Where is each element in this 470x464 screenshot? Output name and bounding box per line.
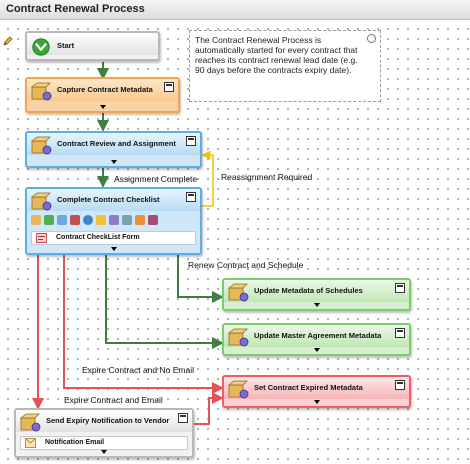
node-title: Update Master Agreement Metadata: [254, 331, 382, 340]
task-box-icon: [30, 136, 52, 155]
node-header: [224, 377, 409, 399]
chevron-down-icon: [99, 104, 106, 109]
chevron-down-icon: [110, 246, 117, 251]
clock-icon[interactable]: [83, 215, 93, 225]
expand-icon[interactable]: [164, 82, 174, 92]
node-capture-contract-metadata[interactable]: Capture Contract Metadata: [25, 77, 180, 113]
expand-icon[interactable]: [186, 136, 196, 146]
chevron-down-icon: [110, 159, 117, 164]
filter-icon[interactable]: [109, 215, 119, 225]
node-header: [224, 280, 409, 302]
node-header: [16, 410, 192, 432]
add-icon[interactable]: [44, 215, 54, 225]
node-contract-review-assignment[interactable]: Contract Review and Assignment: [25, 131, 202, 168]
checklist-toolbar: [31, 213, 196, 227]
email-icon: [25, 438, 36, 448]
node-footer[interactable]: [225, 346, 408, 353]
node-footer[interactable]: [28, 103, 177, 110]
tools-icon[interactable]: [70, 215, 80, 225]
label-expire-email: Expire Contract and Email: [64, 395, 163, 405]
node-title: Send Expiry Notification to Vendor: [46, 416, 170, 425]
warning-icon[interactable]: [96, 215, 106, 225]
label-assignment-complete: Assignment Complete: [114, 174, 198, 184]
node-update-metadata-schedules[interactable]: Update Metadata of Schedules: [222, 278, 411, 311]
node-update-master-agreement[interactable]: Update Master Agreement Metadata: [222, 323, 411, 356]
node-complete-contract-checklist[interactable]: Complete Contract Checklist Contract Che…: [25, 187, 202, 255]
node-header: [224, 325, 409, 347]
expand-icon[interactable]: [395, 283, 405, 293]
label-renew-contract: Renew Contract and Schedule: [188, 260, 304, 270]
form-row[interactable]: Contract CheckList Form: [31, 231, 196, 245]
node-send-expiry-notification[interactable]: Send Expiry Notification to Vendor Notif…: [14, 408, 194, 458]
node-footer[interactable]: [17, 448, 191, 455]
chevron-down-icon: [313, 302, 320, 307]
connector-renew-schedules: [177, 255, 224, 303]
connector-notify-expired: [194, 392, 224, 425]
connector-reassignment: [200, 150, 214, 207]
node-set-contract-expired[interactable]: Set Contract Expired Metadata: [222, 375, 411, 408]
node-footer[interactable]: [28, 245, 199, 252]
node-start[interactable]: Start: [25, 31, 160, 61]
node-footer[interactable]: [225, 301, 408, 308]
task-box-icon: [19, 413, 41, 432]
start-play-icon: [32, 38, 50, 56]
form-icon[interactable]: [148, 215, 158, 225]
chevron-down-icon: [313, 399, 320, 404]
document-icon[interactable]: [57, 215, 67, 225]
window-titlebar: Contract Renewal Process: [0, 0, 470, 20]
node-header: [27, 79, 178, 101]
pencil-icon[interactable]: [2, 35, 14, 47]
node-title: Set Contract Expired Metadata: [254, 383, 363, 392]
chevron-down-icon: [313, 347, 320, 352]
node-title: Start: [57, 41, 75, 50]
window-title: Contract Renewal Process: [6, 3, 145, 15]
form-label: Notification Email: [45, 439, 105, 446]
form-icon: [36, 233, 47, 243]
folder-icon[interactable]: [31, 215, 41, 225]
expand-icon[interactable]: [178, 413, 188, 423]
process-note[interactable]: The Contract Renewal Process is automati…: [189, 30, 381, 102]
label-expire-no-email: Expire Contract and No Email: [82, 365, 194, 375]
chevron-down-icon: [101, 449, 107, 454]
form-label: Contract CheckList Form: [56, 234, 140, 241]
node-footer: [28, 51, 157, 58]
label-reassignment-required: Reassignment Required: [221, 172, 313, 182]
node-footer[interactable]: [28, 158, 199, 165]
expand-icon[interactable]: [186, 192, 196, 202]
lock-icon[interactable]: [135, 215, 145, 225]
node-title: Contract Review and Assignment: [57, 139, 176, 148]
task-box-icon: [30, 82, 52, 101]
node-header: [27, 33, 158, 55]
task-box-icon: [30, 192, 52, 211]
node-footer[interactable]: [225, 398, 408, 405]
check-icon[interactable]: [122, 215, 132, 225]
note-text: The Contract Renewal Process is automati…: [195, 35, 358, 75]
note-toggle-icon[interactable]: [367, 34, 376, 43]
node-title: Update Metadata of Schedules: [254, 286, 363, 295]
expand-icon[interactable]: [395, 380, 405, 390]
connector-expire-no-email: [63, 255, 224, 394]
node-title: Complete Contract Checklist: [57, 195, 160, 204]
node-title: Capture Contract Metadata: [57, 85, 153, 94]
connector-renew-master: [105, 255, 224, 349]
task-box-icon: [227, 328, 249, 347]
node-header: [27, 189, 200, 211]
expand-icon[interactable]: [395, 328, 405, 338]
node-header: [27, 133, 200, 155]
task-box-icon: [227, 380, 249, 399]
task-box-icon: [227, 283, 249, 302]
